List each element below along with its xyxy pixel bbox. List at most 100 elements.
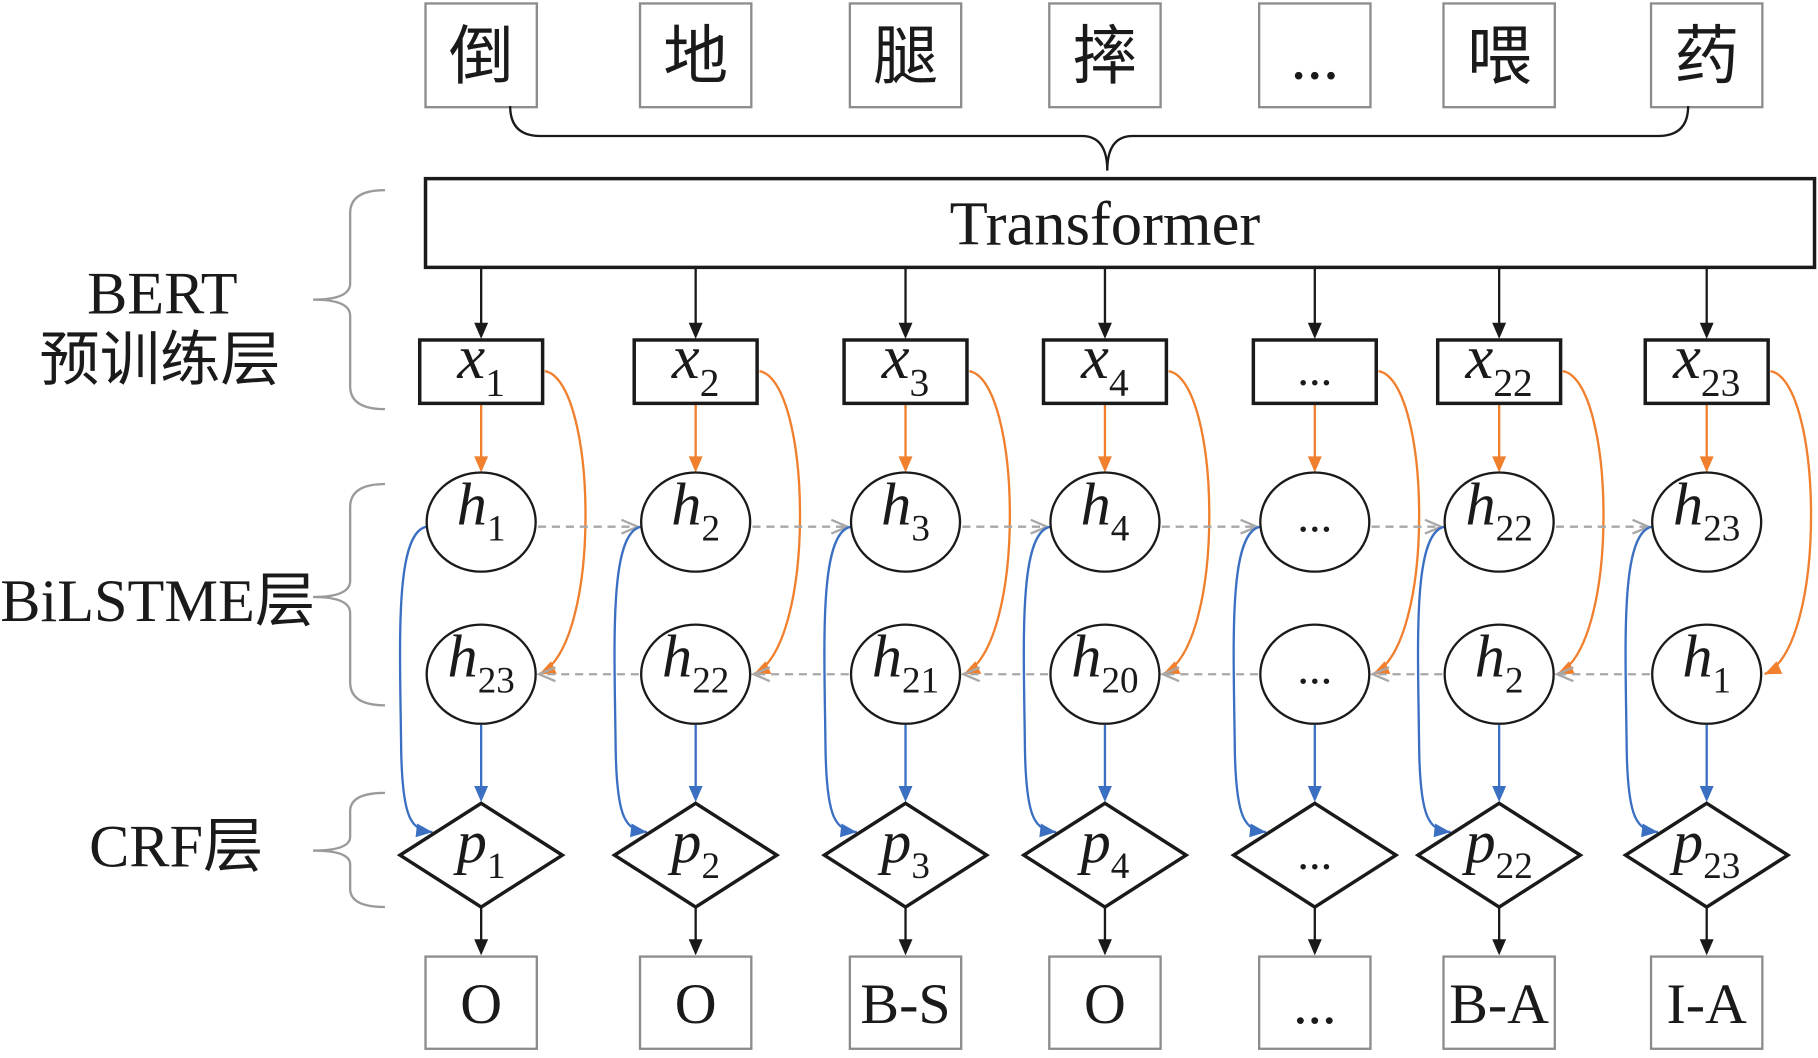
forward-recurrent-arrow	[962, 518, 1050, 535]
subscript: 3	[911, 509, 930, 550]
x-node-7: x23	[1643, 322, 1770, 406]
subscript: 2	[701, 846, 720, 887]
p-node-label: p3	[877, 809, 930, 887]
x-node-2: x2	[632, 322, 759, 406]
p-to-output-arrow-head	[898, 939, 913, 956]
backward-h-to-p-arrow	[474, 724, 489, 803]
ellipsis: ...	[1297, 643, 1332, 694]
transformer-to-x-arrow-head	[688, 322, 703, 339]
transformer-to-x-arrow	[1097, 268, 1112, 339]
p-node-7: p23	[1622, 801, 1792, 910]
symbol: x	[1080, 322, 1109, 392]
backward-h-to-p-arrow-head	[898, 786, 913, 803]
x-node-box	[1643, 338, 1770, 406]
backward-h-circle	[425, 623, 537, 725]
x-node-3: x3	[842, 322, 969, 406]
token-text: 摔	[1072, 22, 1137, 94]
forward-h-circle	[640, 471, 752, 573]
output-label-5: ...	[1257, 955, 1372, 1050]
symbol: h	[1466, 472, 1496, 539]
forward-h-to-p-curve	[1416, 525, 1451, 838]
forward-h-to-p-curve-head	[630, 823, 647, 838]
backward-h-node-6: h2	[1443, 623, 1555, 725]
token-box	[424, 2, 538, 109]
backward-h-to-p-arrow-head	[1307, 786, 1322, 803]
symbol: h	[1475, 624, 1505, 691]
backward-h-to-p-arrow	[1699, 724, 1714, 803]
p-node-label: p1	[453, 809, 506, 887]
symbol: x	[881, 322, 910, 392]
token-box	[1442, 2, 1556, 109]
p-node-label: p23	[1669, 809, 1740, 887]
subscript: 1	[487, 509, 506, 550]
token-text: 腿	[873, 22, 938, 94]
backward-h-label: h22	[662, 624, 729, 702]
backward-h-label: h20	[1071, 624, 1138, 702]
forward-recurrent-arrow	[1371, 518, 1445, 535]
x-node-4: x4	[1041, 322, 1169, 406]
symbol: p	[667, 809, 701, 876]
bert-layer-label: BERT	[87, 260, 237, 327]
p-node-diamond	[396, 801, 566, 910]
p-node-5: ...	[1230, 801, 1400, 910]
forward-h-label: h2	[671, 472, 720, 550]
x-node-label: ...	[1297, 344, 1332, 395]
backward-h-node-1: h23	[425, 623, 537, 725]
symbol: x	[1465, 322, 1494, 392]
forward-h-label: h4	[1081, 472, 1130, 550]
x-to-backward-h-curve-path	[1556, 369, 1605, 676]
forward-h-to-p-curve-path	[1022, 525, 1057, 834]
bilstm-layer-brace	[313, 482, 385, 707]
forward-h-to-p-curve-head	[839, 823, 857, 838]
input-brace	[508, 106, 1690, 171]
token-text: 倒	[449, 22, 514, 94]
x-node-label: x4	[1080, 322, 1129, 404]
backward-h-to-p-arrow	[1492, 724, 1507, 803]
subscript: 4	[1111, 509, 1130, 550]
backward-h-node-2: h22	[640, 623, 752, 725]
forward-h-node-5: ...	[1259, 471, 1371, 573]
x-to-forward-h-arrow	[474, 404, 489, 473]
x-to-forward-h-arrow-head	[1307, 456, 1322, 473]
ellipsis: ...	[1297, 490, 1332, 541]
x-to-backward-h-curve	[1556, 369, 1605, 676]
backward-h-node-3: h21	[849, 623, 962, 725]
subscript: 23	[1703, 846, 1740, 887]
output-text: ...	[1293, 972, 1336, 1036]
transformer-to-x-arrow-head	[474, 322, 489, 339]
symbol: h	[1673, 472, 1703, 539]
backward-h-circle	[1651, 623, 1763, 725]
x-to-forward-h-arrow	[898, 404, 913, 473]
x-node-label: x3	[881, 322, 930, 404]
backward-recurrent-arrow-head	[536, 666, 556, 683]
token-text: 喂	[1467, 22, 1532, 94]
transformer-to-x-arrow-head	[898, 322, 913, 339]
x-node-box	[842, 338, 969, 406]
connectors	[398, 268, 1813, 956]
x-to-forward-h-arrow-head	[898, 456, 913, 473]
p-to-output-arrow	[1699, 908, 1714, 956]
x-node-label: x23	[1672, 322, 1740, 404]
forward-h-to-p-curve-path	[1416, 525, 1451, 834]
backward-recurrent-arrow	[1159, 666, 1258, 683]
forward-h-label: h22	[1466, 472, 1533, 550]
backward-h-to-p-arrow-head	[1097, 786, 1112, 803]
x-node-1: x1	[417, 322, 545, 406]
x-node-5: ...	[1251, 338, 1378, 406]
backward-h-to-p-arrow-head	[1699, 786, 1714, 803]
x-to-backward-h-curve-head	[753, 661, 772, 675]
token-text: 药	[1674, 22, 1739, 94]
input-token-6: 喂	[1442, 2, 1556, 109]
forward-h-to-p-curve	[1232, 525, 1267, 838]
forward-h-node-4: h4	[1049, 471, 1161, 573]
x-to-forward-h-arrow	[1097, 404, 1112, 473]
x-to-backward-h-curve-path	[538, 369, 587, 676]
symbol: x	[671, 322, 700, 392]
output-box	[848, 955, 963, 1050]
forward-recurrent-arrow	[537, 518, 641, 535]
backward-h-to-p-arrow	[688, 724, 703, 803]
x-to-forward-h-arrow	[1699, 404, 1714, 473]
